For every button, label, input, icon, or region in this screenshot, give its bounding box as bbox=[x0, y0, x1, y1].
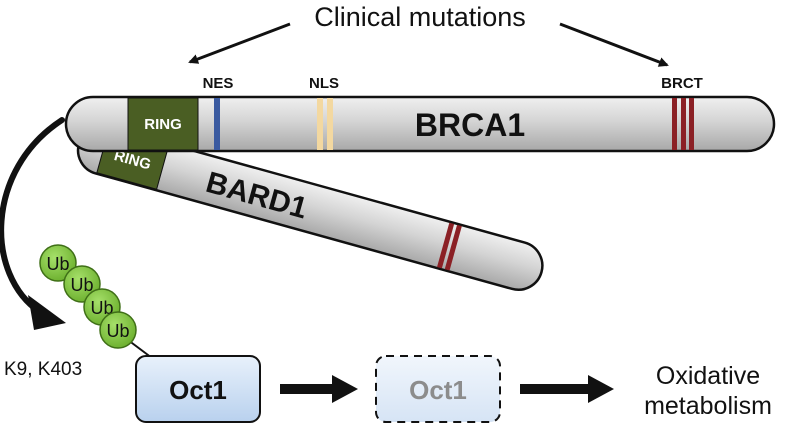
clinical-mutations-title: Clinical mutations bbox=[314, 2, 526, 32]
svg-text:Ub: Ub bbox=[70, 275, 93, 295]
oct1-degraded-box bbox=[375, 355, 501, 423]
oct1-box bbox=[135, 355, 261, 423]
oct1-label: Oct1 bbox=[169, 375, 227, 405]
brca1-protein: RING BRCA1 bbox=[64, 95, 776, 153]
degradation-arrow bbox=[280, 375, 358, 403]
svg-text:Ub: Ub bbox=[46, 254, 69, 274]
svg-text:Ub: Ub bbox=[90, 298, 113, 318]
bard1-brct-band-1 bbox=[437, 222, 455, 269]
mutation-arrow-right bbox=[559, 22, 669, 67]
outcome-line-1: Oxidative bbox=[656, 362, 760, 390]
ubiquitination-arrow bbox=[0, 117, 65, 315]
ubiquitin-2: Ub bbox=[63, 265, 101, 303]
oct1-degraded-label: Oct1 bbox=[409, 375, 467, 405]
brct-label: BRCT bbox=[661, 75, 703, 92]
brca1-name: BRCA1 bbox=[415, 107, 525, 143]
brca1-brct-band-3 bbox=[689, 98, 694, 150]
brca1-brct-band-1 bbox=[672, 98, 677, 150]
brca1-ring-domain bbox=[127, 97, 199, 151]
ubiquitin-1: Ub bbox=[39, 244, 77, 282]
ubiquitin-chain: Ub Ub Ub Ub bbox=[39, 244, 137, 349]
svg-text:Ub: Ub bbox=[106, 321, 129, 341]
brca1-nls-band-1 bbox=[317, 98, 323, 150]
bard1-brct-band-2 bbox=[444, 224, 462, 271]
metabolism-arrow bbox=[520, 375, 614, 403]
brca1-ring-label: RING bbox=[144, 116, 182, 133]
outcome-line-2: metabolism bbox=[644, 392, 772, 420]
ubiquitination-arrowhead bbox=[28, 295, 66, 330]
mutation-arrow-left bbox=[188, 22, 291, 64]
nls-label: NLS bbox=[309, 75, 339, 92]
ubiquitination-sites-label: K9, K403 bbox=[4, 359, 82, 380]
brca1-nls-band-2 bbox=[327, 98, 333, 150]
nes-label: NES bbox=[203, 75, 234, 92]
brca1-brct-band-2 bbox=[681, 98, 686, 150]
brca1-nes-band bbox=[214, 98, 220, 150]
ubiquitin-4: Ub bbox=[99, 311, 137, 349]
